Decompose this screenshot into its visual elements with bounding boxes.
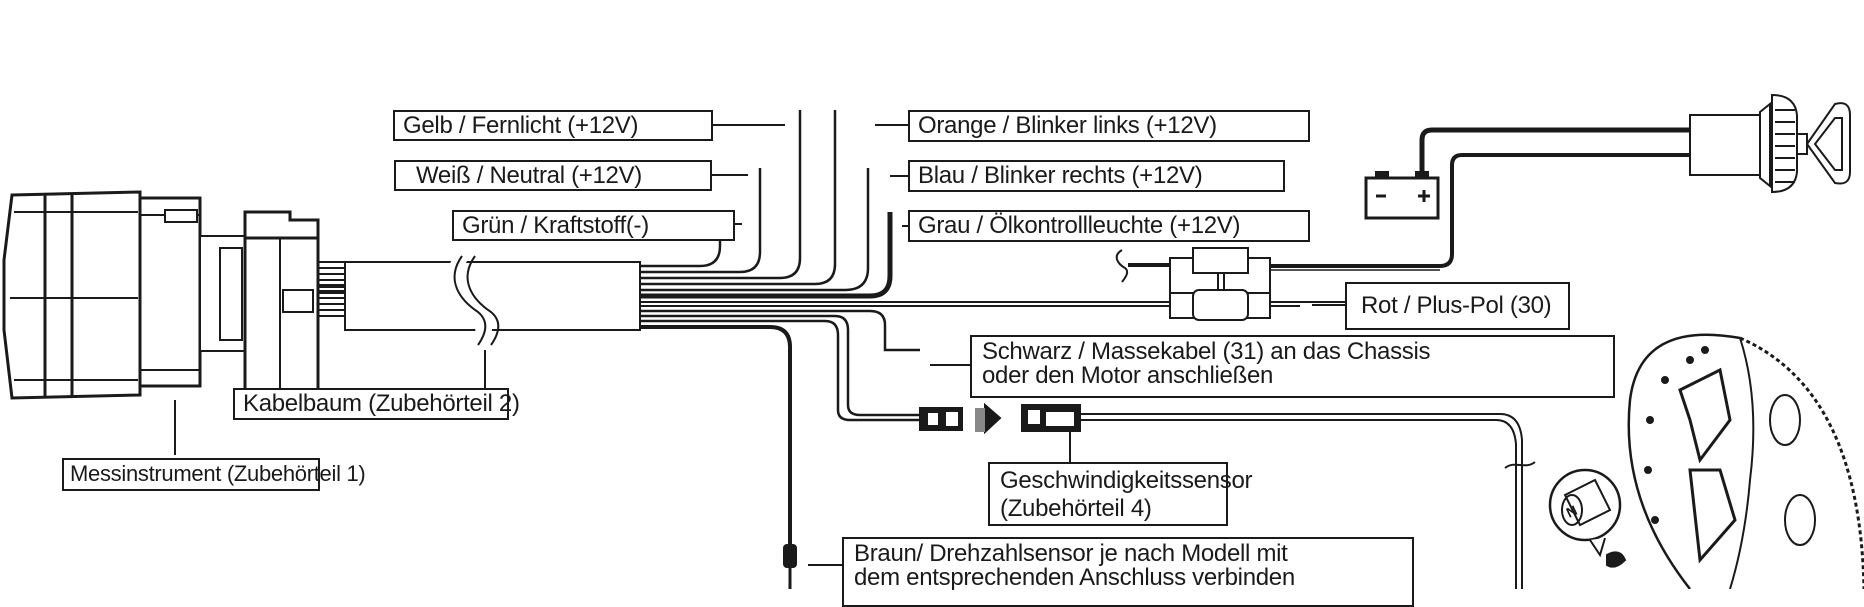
rpm-plug-icon — [783, 544, 797, 589]
label-schwarz-line2: oder den Motor anschließen — [982, 362, 1274, 389]
label-braun-line2: dem entsprechenden Anschluss verbinden — [854, 564, 1295, 591]
label-schwarz-masse: Schwarz / Massekabel (31) an das Chassis… — [970, 335, 1615, 398]
label-rot-plus-pol: Rot / Plus-Pol (30) — [1345, 282, 1570, 330]
gauge-icon — [2, 190, 320, 455]
label-weiss-neutral: Weiß / Neutral (+12V) — [394, 160, 712, 191]
brake-disc-icon — [1548, 333, 1864, 589]
label-gelb-fernlicht: Gelb / Fernlicht (+12V) — [393, 110, 713, 141]
label-braun-line1: Braun/ Drehzahlsensor je nach Modell mit — [854, 540, 1288, 567]
label-blau-blinker-rechts: Blau / Blinker rechts (+12V) — [908, 160, 1285, 192]
label-speed-sensor-line1: Geschwindigkeitssensor — [1000, 467, 1253, 494]
label-schwarz-line1: Schwarz / Massekabel (31) an das Chassis — [982, 338, 1431, 365]
label-grau-oelkontrolle: Grau / Ölkontrollleuchte (+12V) — [908, 210, 1310, 242]
harness-stub-wires — [318, 261, 345, 317]
label-speed-sensor-line2: (Zubehörteil 4) — [1000, 495, 1152, 522]
wiring-diagram: N — [2, 93, 1864, 589]
label-gruen-kraftstoff: Grün / Kraftstoff(-) — [452, 210, 735, 241]
label-orange-blinker-links: Orange / Blinker links (+12V) — [908, 110, 1310, 142]
battery-icon — [1364, 127, 1690, 220]
sensor-connector-icon — [919, 402, 1536, 589]
ignition-key-icon — [1689, 93, 1851, 194]
label-messinstrument: Messinstrument (Zubehörteil 1) — [62, 458, 366, 491]
wire-bundle — [640, 110, 1380, 545]
label-speed-sensor: Geschwindigkeitssensor (Zubehörteil 4) — [988, 462, 1253, 526]
label-kabelbaum: Kabelbaum (Zubehörteil 2) — [233, 388, 520, 420]
wire-harness-icon — [344, 251, 641, 388]
leader-lines — [712, 124, 1345, 566]
label-braun-drehzahl: Braun/ Drehzahlsensor je nach Modell mit… — [842, 537, 1414, 607]
fuse-holder-icon — [1115, 153, 1690, 321]
